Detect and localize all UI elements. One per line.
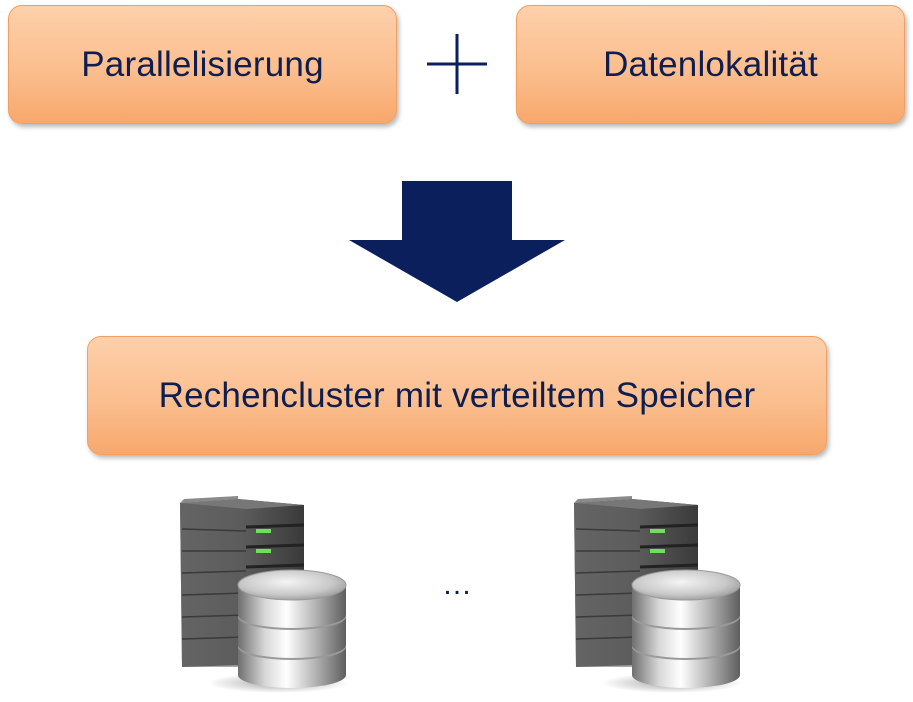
cluster-label: Rechencluster mit verteiltem Speicher [158, 375, 756, 415]
data-locality-label: Datenlokalität [603, 44, 818, 84]
cluster-box: Rechencluster mit verteiltem Speicher [87, 336, 827, 455]
ellipsis: … [442, 568, 472, 601]
down-arrow-icon [349, 181, 565, 302]
server-database-icon [574, 496, 742, 693]
server-database-icon [180, 496, 348, 693]
plus-icon [427, 34, 487, 94]
parallelization-label: Parallelisierung [81, 44, 324, 84]
parallelization-box: Parallelisierung [8, 5, 397, 124]
data-locality-box: Datenlokalität [516, 5, 905, 124]
